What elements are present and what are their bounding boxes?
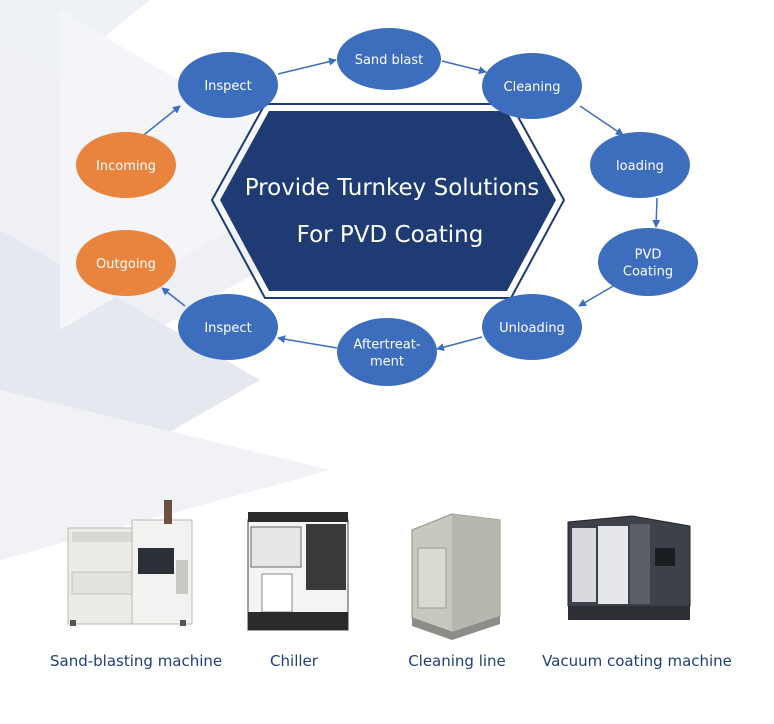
center-title-line-1: Provide Turnkey Solutions [245,175,540,201]
node-ellipse [590,132,690,198]
node-ellipse [337,318,437,386]
flow-arrow [277,57,337,75]
center-banner: Provide Turnkey Solutions For PVD Coatin… [210,103,566,299]
node-label: Unloading [499,321,565,336]
node-ellipse [178,294,278,360]
node-pvd-coating: PVD Coating [598,228,698,296]
cleaning-line-icon [411,513,501,640]
node-label: Cleaning [504,80,561,95]
node-ellipse [598,228,698,296]
node-label: Coating [623,265,673,280]
node-ellipse [482,294,582,360]
center-title-line-2: For PVD Coating [297,222,484,248]
machine-label-vacuum-coating: Vacuum coating machine [542,652,732,670]
flow-arrow [441,60,487,75]
node-ellipse [76,230,176,296]
node-aftertreatment: Aftertreat-ment [337,318,437,386]
node-label: loading [616,159,664,174]
node-ellipse [337,28,441,90]
flow-arrow [277,335,338,349]
node-label: ment [370,355,404,370]
chiller-icon [247,512,349,631]
flow-arrow [579,105,624,136]
flow-arrow [139,105,181,139]
node-label: PVD [635,248,662,263]
node-label: Inspect [204,79,251,94]
node-sand-blast: Sand blast [337,28,441,90]
node-label: Inspect [204,321,251,336]
node-inspect-out: Inspect [178,294,278,360]
node-ellipse [178,52,278,118]
machine-label-cleaning-line: Cleaning line [408,652,506,670]
flow-arrows [139,57,661,352]
flow-arrow [436,336,483,352]
node-unloading: Unloading [482,294,582,360]
machine-label-sand-blasting: Sand-blasting machine [50,652,223,670]
node-loading: loading [590,132,690,198]
flow-arrow [161,287,186,307]
node-ellipse [76,132,176,198]
sand-blasting-machine-icon [67,500,193,626]
node-cleaning: Cleaning [482,53,582,119]
node-ellipse [482,53,582,119]
node-incoming: Incoming [76,132,176,198]
node-outgoing: Outgoing [76,230,176,296]
flow-arrow [578,284,616,307]
node-label: Sand blast [355,53,424,68]
flow-arrow [652,197,661,228]
node-inspect-in: Inspect [178,52,278,118]
node-label: Incoming [96,159,156,174]
node-label: Aftertreat- [353,338,420,353]
vacuum-coating-machine-icon [567,515,691,620]
node-label: Outgoing [96,257,156,272]
machine-label-chiller: Chiller [270,652,318,670]
